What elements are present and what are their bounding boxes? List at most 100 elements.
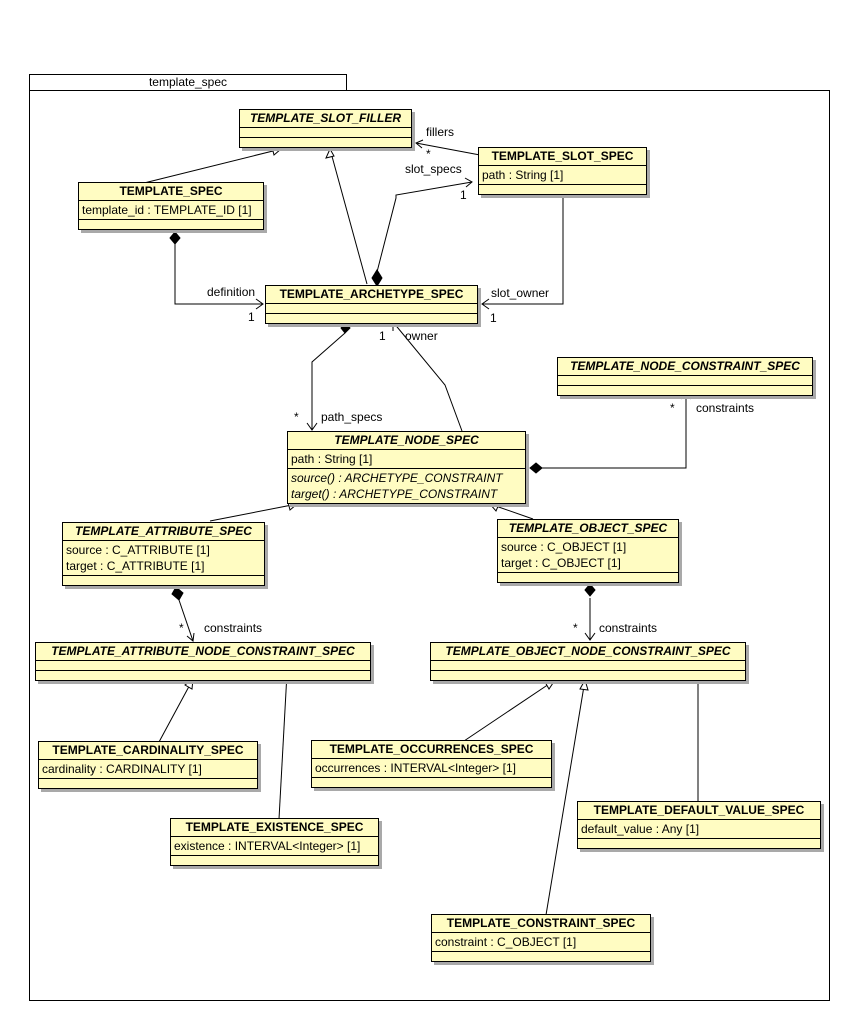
class-template-spec[interactable]: TEMPLATE_SPEC template_id : TEMPLATE_ID …	[78, 182, 264, 230]
attribute-compartment: default_value : Any [1]	[578, 820, 820, 839]
association-definition	[174, 243, 263, 305]
generalization-archetype-spec	[329, 148, 368, 285]
association-arrow	[255, 298, 264, 310]
operation-compartment	[479, 185, 646, 194]
association-attr-constraints	[178, 599, 194, 642]
attribute-row: path : String [1]	[291, 452, 373, 466]
operation-compartment	[578, 839, 820, 848]
attribute-row: default_value : Any [1]	[581, 822, 700, 836]
operation-compartment	[558, 386, 812, 395]
generalization-attribute-spec	[209, 503, 298, 522]
multiplicity-path-specs: *	[294, 410, 299, 424]
attribute-compartment: constraint : C_OBJECT [1]	[432, 933, 650, 952]
association-arrow	[306, 422, 318, 431]
class-template-object-node-constraint-spec[interactable]: TEMPLATE_OBJECT_NODE_CONSTRAINT_SPEC	[430, 642, 746, 681]
class-name: TEMPLATE_NODE_SPEC	[288, 432, 525, 450]
class-name: TEMPLATE_OBJECT_NODE_CONSTRAINT_SPEC	[431, 643, 745, 661]
generalization-template-spec	[139, 148, 282, 185]
attribute-row: target : C_OBJECT [1]	[501, 556, 621, 570]
generalization-cardinality-spec	[158, 678, 194, 743]
class-name: TEMPLATE_SLOT_FILLER	[240, 110, 411, 128]
composition-diamond	[171, 586, 184, 601]
attribute-compartment	[36, 661, 370, 671]
class-template-occurrences-spec[interactable]: TEMPLATE_OCCURRENCES_SPEC occurrences : …	[311, 740, 552, 788]
class-template-constraint-spec[interactable]: TEMPLATE_CONSTRAINT_SPEC constraint : C_…	[431, 914, 651, 962]
class-template-node-constraint-spec[interactable]: TEMPLATE_NODE_CONSTRAINT_SPEC	[557, 357, 813, 396]
class-template-archetype-spec[interactable]: TEMPLATE_ARCHETYPE_SPEC	[265, 285, 478, 324]
class-template-attribute-spec[interactable]: TEMPLATE_ATTRIBUTE_SPEC source : C_ATTRI…	[62, 522, 265, 586]
multiplicity-attr-constraints: *	[179, 621, 184, 635]
multiplicity-slot-owner: 1	[490, 311, 497, 325]
role-label-node-constraints: constraints	[696, 401, 755, 415]
attribute-compartment: source : C_ATTRIBUTE [1] target : C_ATTR…	[63, 541, 264, 576]
generalization-arrowhead	[488, 503, 500, 512]
class-template-existence-spec[interactable]: TEMPLATE_EXISTENCE_SPEC existence : INTE…	[170, 818, 379, 866]
class-name: TEMPLATE_OBJECT_SPEC	[498, 520, 678, 538]
multiplicity-definition: 1	[248, 310, 255, 324]
role-label-path-specs: path_specs	[321, 410, 383, 424]
association-arrow	[186, 632, 195, 642]
operation-compartment	[240, 138, 411, 147]
attribute-row: template_id : TEMPLATE_ID [1]	[82, 203, 252, 217]
role-label-slot-owner: slot_owner	[491, 286, 550, 300]
class-name: TEMPLATE_SLOT_SPEC	[479, 148, 646, 166]
role-label-slot-specs: slot_specs	[405, 162, 462, 176]
attribute-row: constraint : C_OBJECT [1]	[435, 935, 577, 949]
operation-compartment	[39, 779, 257, 788]
class-name: TEMPLATE_CARDINALITY_SPEC	[39, 742, 257, 760]
class-name: TEMPLATE_SPEC	[79, 183, 263, 201]
generalization-existence-spec	[278, 672, 288, 820]
association-arrow	[481, 298, 490, 310]
class-template-object-spec[interactable]: TEMPLATE_OBJECT_SPEC source : C_OBJECT […	[497, 519, 679, 583]
class-template-slot-filler[interactable]: TEMPLATE_SLOT_FILLER	[239, 109, 412, 148]
association-slot-specs	[376, 181, 473, 273]
class-template-slot-spec[interactable]: TEMPLATE_SLOT_SPEC path : String [1]	[478, 147, 647, 195]
attribute-compartment	[431, 661, 745, 671]
operation-compartment	[171, 856, 378, 865]
operation-compartment	[498, 573, 678, 582]
attribute-row: source : C_OBJECT [1]	[501, 540, 627, 554]
attribute-row: source : C_ATTRIBUTE [1]	[66, 543, 210, 557]
association-arrow	[584, 632, 596, 641]
multiplicity-slot-specs: 1	[460, 188, 467, 202]
attribute-compartment	[558, 376, 812, 386]
attribute-row: cardinality : CARDINALITY [1]	[42, 762, 202, 776]
attribute-compartment: template_id : TEMPLATE_ID [1]	[79, 201, 263, 220]
attribute-compartment: occurrences : INTERVAL<Integer> [1]	[312, 759, 551, 778]
role-label-owner: owner	[405, 329, 438, 343]
operation-compartment: source() : ARCHETYPE_CONSTRAINT target()…	[288, 469, 525, 503]
attribute-compartment: existence : INTERVAL<Integer> [1]	[171, 837, 378, 856]
class-template-node-spec[interactable]: TEMPLATE_NODE_SPEC path : String [1] sou…	[287, 431, 526, 504]
association-arrow	[415, 139, 424, 149]
composition-diamond	[340, 322, 351, 334]
operation-compartment	[36, 671, 370, 680]
attribute-row: target : C_ATTRIBUTE [1]	[66, 559, 205, 573]
attribute-row: path : String [1]	[482, 168, 564, 182]
attribute-row: occurrences : INTERVAL<Integer> [1]	[315, 761, 516, 775]
composition-diamond	[169, 231, 181, 245]
operation-compartment	[432, 952, 650, 961]
class-name: TEMPLATE_ARCHETYPE_SPEC	[266, 286, 477, 304]
generalization-arrowhead	[544, 679, 557, 690]
class-template-attribute-node-constraint-spec[interactable]: TEMPLATE_ATTRIBUTE_NODE_CONSTRAINT_SPEC	[35, 642, 371, 681]
association-path-specs	[311, 332, 346, 430]
operation-compartment	[63, 576, 264, 585]
attribute-compartment: path : String [1]	[288, 450, 525, 469]
class-template-cardinality-spec[interactable]: TEMPLATE_CARDINALITY_SPEC cardinality : …	[38, 741, 258, 789]
multiplicity-owner: 1	[379, 329, 386, 343]
operation-row: target() : ARCHETYPE_CONSTRAINT	[291, 487, 498, 501]
association-slot-owner	[482, 193, 564, 305]
composition-diamond	[529, 462, 543, 474]
role-label-obj-constraints: constraints	[599, 621, 658, 635]
class-name: TEMPLATE_ATTRIBUTE_SPEC	[63, 523, 264, 541]
association-owner	[392, 321, 463, 432]
class-name: TEMPLATE_NODE_CONSTRAINT_SPEC	[558, 358, 812, 376]
attribute-compartment	[266, 304, 477, 314]
operation-row: source() : ARCHETYPE_CONSTRAINT	[291, 471, 503, 485]
package-name: template_spec	[148, 75, 228, 89]
composition-diamond	[371, 269, 383, 287]
class-name: TEMPLATE_OCCURRENCES_SPEC	[312, 741, 551, 759]
class-template-default-value-spec[interactable]: TEMPLATE_DEFAULT_VALUE_SPEC default_valu…	[577, 801, 821, 849]
operation-compartment	[79, 220, 263, 229]
generalization-arrowhead	[579, 678, 589, 691]
